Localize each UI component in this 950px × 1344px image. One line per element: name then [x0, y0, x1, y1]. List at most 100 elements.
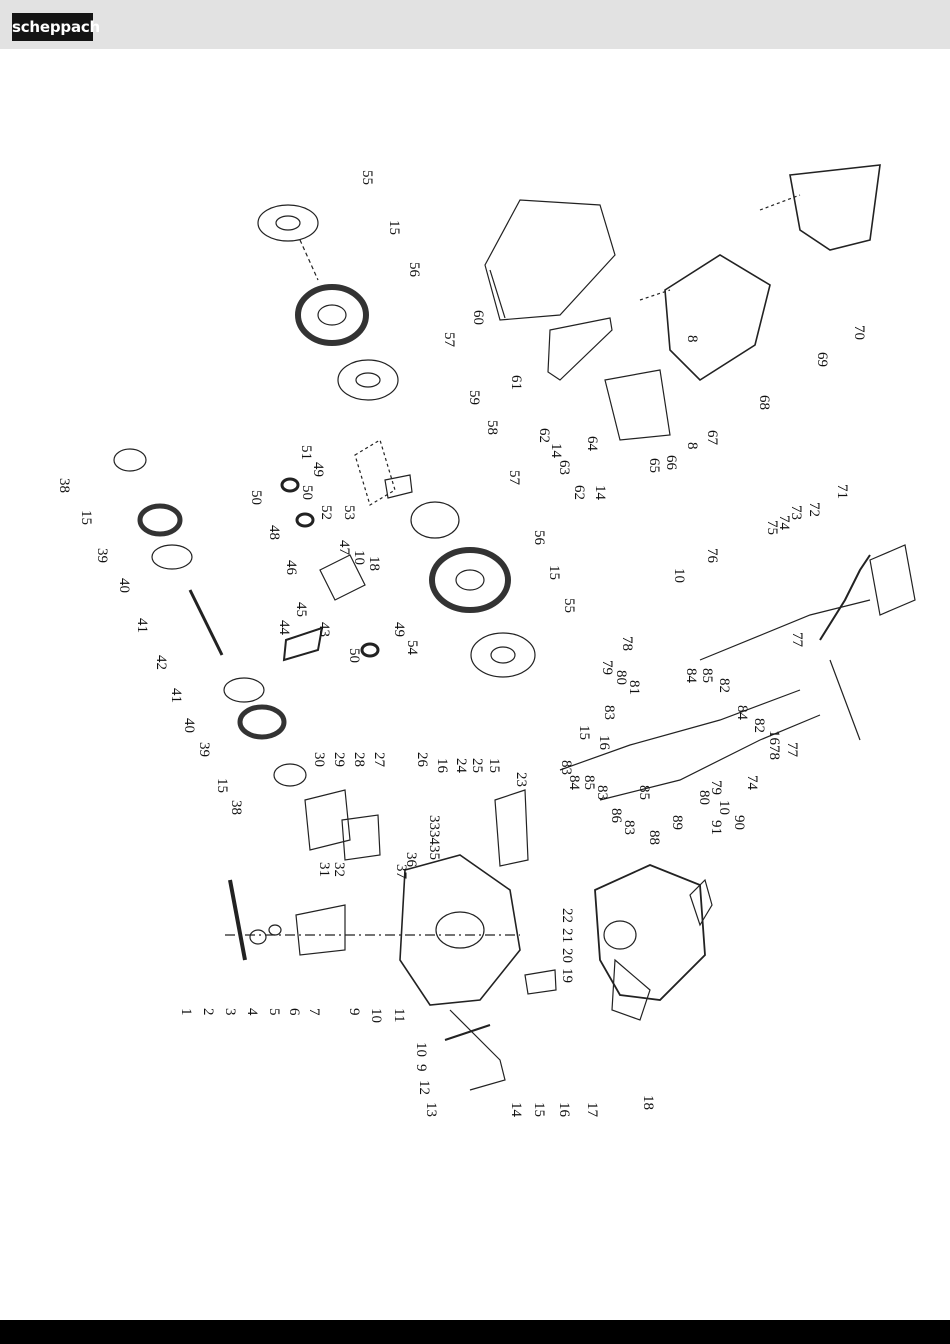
part-label: 22	[559, 908, 575, 923]
part-label: 52	[318, 505, 334, 520]
part-label: 29	[331, 752, 347, 767]
part-label: 63	[556, 460, 572, 475]
wheel-56-top	[295, 284, 369, 346]
header-bar: scheppach	[0, 0, 950, 49]
part-label: 84	[566, 775, 582, 791]
part-label: 3	[222, 1008, 238, 1016]
part-label: 32	[331, 862, 347, 877]
part-label: 61	[508, 375, 524, 390]
hubcap-55-bottom	[470, 632, 536, 678]
part-label: 78	[766, 745, 782, 760]
part-label: 21	[559, 928, 575, 943]
hubcap-38-top	[113, 448, 147, 472]
chute-23	[494, 789, 529, 867]
part-label: 45	[293, 602, 309, 617]
part-label: 83	[621, 820, 637, 835]
part-label: 62	[536, 428, 552, 443]
brand-logo: scheppach	[12, 13, 100, 41]
wheel-cover-57-top	[337, 359, 399, 401]
part-label: 49	[391, 622, 407, 637]
handle-grip-70	[869, 544, 916, 616]
part-label: 74	[776, 515, 792, 531]
part-label: 55	[359, 170, 375, 185]
blade-2	[228, 879, 247, 961]
wheel-39-bottom	[237, 704, 287, 740]
part-label: 34	[426, 830, 442, 846]
part-label: 2	[200, 1008, 216, 1016]
part-label: 83	[558, 760, 574, 775]
fan-7	[295, 904, 346, 956]
part-label: 62	[571, 485, 587, 500]
part-label: 46	[283, 560, 299, 576]
drive-belt-43	[282, 626, 324, 662]
adjust-lever-13	[449, 1009, 506, 1091]
part-label: 75	[764, 520, 780, 535]
part-label: 16	[596, 735, 612, 751]
part-label: 20	[559, 948, 575, 963]
part-label: 41	[168, 688, 184, 703]
part-label: 1	[178, 1008, 194, 1016]
part-label: 15	[576, 725, 592, 740]
part-label: 72	[806, 502, 822, 517]
footer-bar	[0, 1320, 950, 1344]
mower-deck-11	[399, 854, 521, 1006]
part-label: 18	[640, 1095, 656, 1110]
part-label: 49	[310, 462, 326, 477]
part-label: 39	[94, 548, 110, 563]
part-label: 59	[466, 390, 482, 405]
part-label: 57	[441, 332, 457, 348]
part-label: 9	[413, 1064, 429, 1072]
cover-69	[789, 164, 881, 251]
part-label: 71	[834, 484, 850, 499]
part-label: 79	[599, 660, 615, 675]
part-label: 14	[508, 1102, 524, 1118]
part-label: 28	[351, 752, 367, 767]
part-label: 88	[646, 830, 662, 845]
part-label: 81	[626, 680, 642, 695]
grass-bag-60	[484, 199, 616, 321]
part-labels: 1 2 3 4 5 6 7 9 10 11 10 9 12 13 14 15 1…	[56, 170, 867, 1118]
part-label: 48	[266, 525, 282, 540]
part-label: 15	[486, 758, 502, 773]
part-label: 41	[134, 618, 150, 633]
part-label: 80	[613, 670, 629, 685]
part-label: 40	[116, 578, 132, 593]
part-label: 17	[584, 1102, 600, 1118]
part-label: 86	[608, 808, 624, 824]
part-label: 5	[266, 1008, 282, 1016]
part-label: 23	[513, 772, 529, 787]
part-label: 50	[248, 490, 264, 505]
wheel-cover-40-bottom	[223, 677, 265, 703]
part-label: 16	[556, 1102, 572, 1118]
part-label: 33	[426, 815, 442, 830]
side-discharge-30	[304, 789, 351, 851]
part-label: 69	[814, 352, 830, 367]
part-label: 76	[704, 548, 720, 564]
part-label: 7	[306, 1008, 322, 1016]
part-label: 6	[286, 1008, 302, 1016]
hubcap-55-top	[257, 204, 319, 242]
part-label: 82	[751, 718, 767, 733]
part-label: 74	[744, 775, 760, 791]
part-label: 77	[789, 632, 805, 648]
part-label: 26	[414, 752, 430, 768]
part-label: 91	[708, 820, 724, 835]
part-label: 56	[406, 262, 422, 278]
part-label: 8	[684, 442, 700, 450]
part-label: 51	[298, 445, 314, 460]
part-label: 14	[548, 443, 564, 459]
hubcap-38-bottom	[273, 763, 307, 787]
part-label: 70	[851, 325, 867, 340]
part-label: 50	[299, 485, 315, 500]
part-label: 42	[153, 655, 169, 670]
rear-flap-66	[604, 369, 671, 441]
part-label: 54	[404, 640, 420, 656]
part-label: 65	[646, 458, 662, 473]
part-label: 85	[636, 785, 652, 800]
wheel-cover-40-top	[151, 544, 193, 570]
part-label: 89	[669, 815, 685, 830]
part-label: 60	[470, 310, 486, 325]
part-label: 8	[684, 335, 700, 343]
part-label: 18	[366, 556, 382, 571]
part-label: 57	[506, 470, 522, 486]
